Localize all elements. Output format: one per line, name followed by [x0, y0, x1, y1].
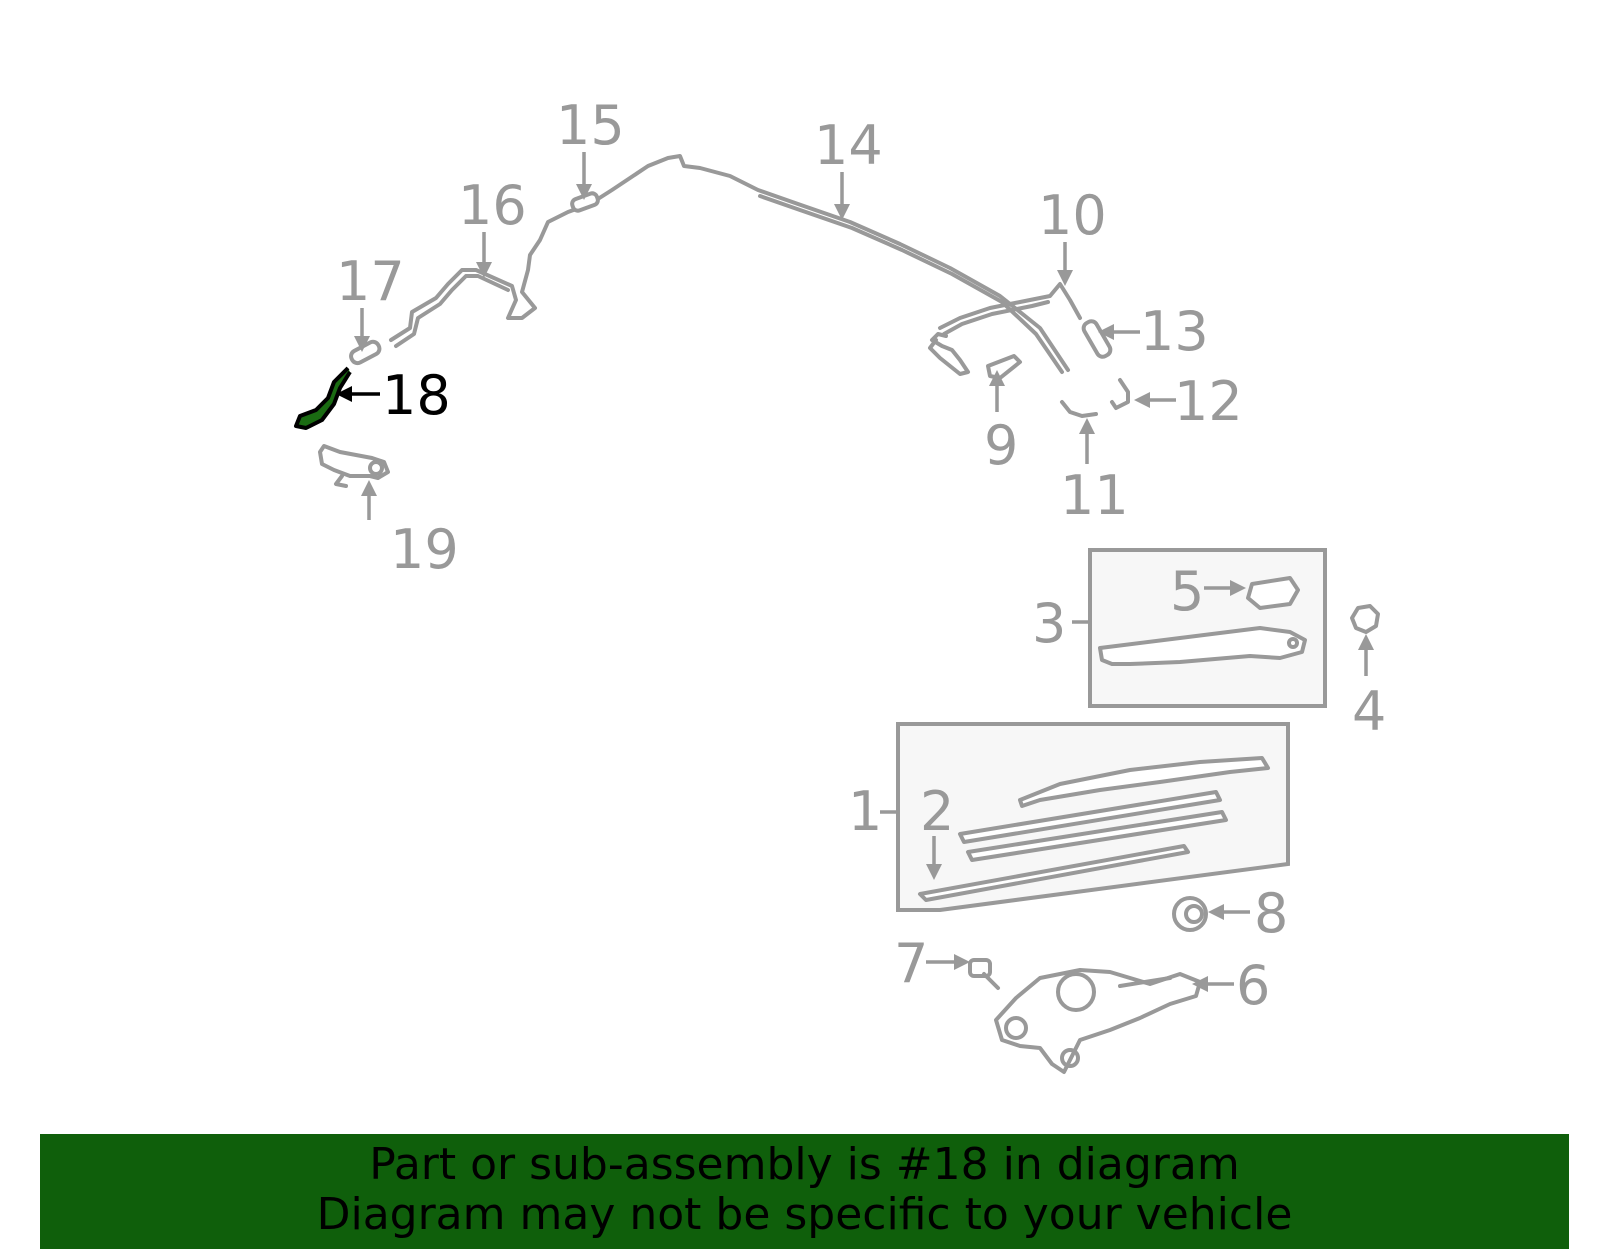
- banner-line-part: Part or sub-assembly is #18 in diagram: [369, 1139, 1240, 1190]
- part-19-washer-nozzle[interactable]: [318, 444, 390, 488]
- callout-2: 2: [920, 780, 954, 843]
- banner-line-disclaimer: Diagram may not be specific to your vehi…: [316, 1189, 1293, 1240]
- part-13-hose-joint[interactable]: [1081, 319, 1113, 359]
- callout-12: 12: [1174, 370, 1243, 433]
- callout-5: 5: [1170, 560, 1204, 623]
- part-7-bolt[interactable]: [968, 958, 1000, 990]
- callout-11: 11: [1060, 464, 1129, 527]
- callout-17: 17: [336, 250, 405, 313]
- callout-3: 3: [1032, 592, 1066, 655]
- callout-10: 10: [1038, 184, 1107, 247]
- callout-9: 9: [984, 414, 1018, 477]
- callout-4: 4: [1352, 680, 1386, 743]
- part-12-elbow[interactable]: [1110, 378, 1130, 410]
- leader-arrows: [336, 152, 1374, 992]
- callout-16: 16: [458, 174, 527, 237]
- part-6-wiper-motor[interactable]: [994, 968, 1202, 1074]
- callout-15: 15: [556, 94, 625, 157]
- callout-19: 19: [390, 518, 459, 581]
- callout-13: 13: [1140, 300, 1209, 363]
- part-10-washer-hose[interactable]: [928, 282, 1082, 376]
- part-8-grommet[interactable]: [1172, 896, 1208, 932]
- callout-8: 8: [1254, 882, 1288, 945]
- part-18-hose-highlighted[interactable]: [294, 366, 352, 430]
- part-11-elbow[interactable]: [1060, 400, 1098, 418]
- part-9-clip[interactable]: [986, 354, 1022, 380]
- part-3-wiper-arm-box[interactable]: [1088, 548, 1327, 708]
- callout-7: 7: [894, 932, 928, 995]
- part-14-washer-hose[interactable]: [389, 154, 1070, 374]
- callout-6: 6: [1236, 954, 1270, 1017]
- part-1-wiper-blade-box[interactable]: [896, 722, 1290, 912]
- callout-18-selected: 18: [382, 364, 451, 427]
- part-4-nut[interactable]: [1350, 604, 1380, 634]
- info-banner: Part or sub-assembly is #18 in diagram D…: [40, 1134, 1569, 1249]
- callout-14: 14: [814, 114, 883, 177]
- callout-1: 1: [848, 780, 882, 843]
